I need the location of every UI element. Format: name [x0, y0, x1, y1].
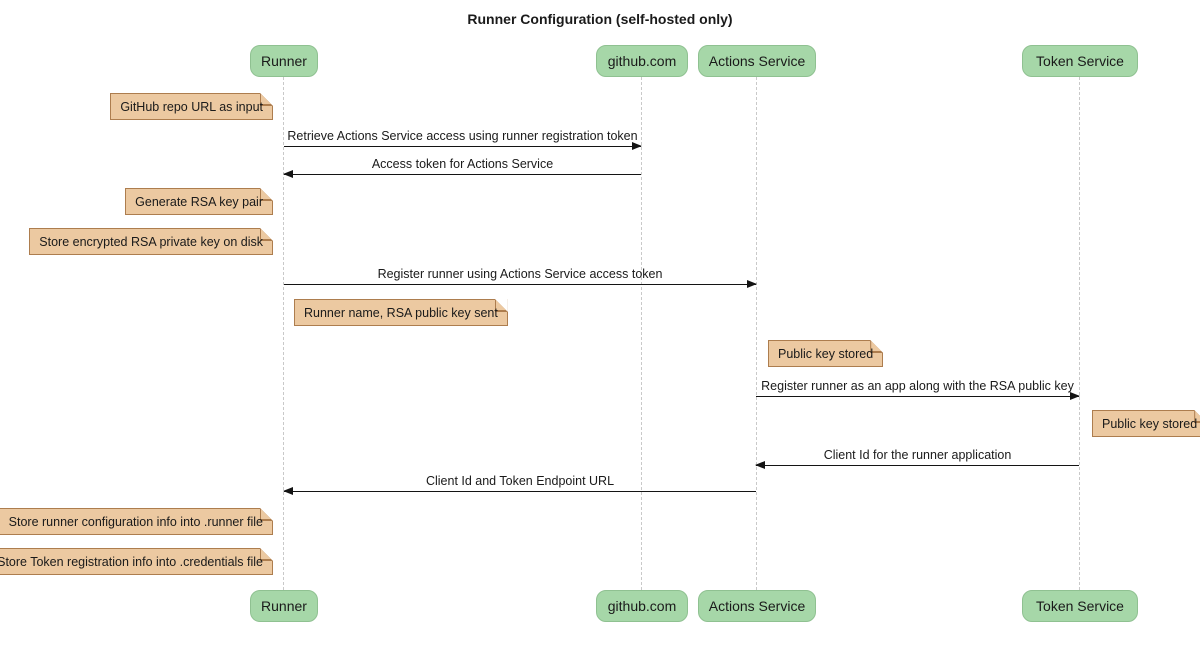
message-line [284, 279, 757, 288]
message-line [283, 486, 756, 495]
note-public-key-stored-actions: Public key stored [768, 340, 884, 367]
lifeline-github [641, 77, 642, 590]
note-text: Store encrypted RSA private key on disk [39, 234, 263, 249]
message-line [756, 391, 1080, 400]
participant-top-actions-service: Actions Service [698, 45, 816, 77]
arrowhead-right-icon [632, 141, 642, 150]
arrowhead-right-icon [747, 279, 757, 288]
note-store-credentials-file: Store Token registration info into .cred… [0, 548, 273, 575]
message-label: Register runner using Actions Service ac… [377, 267, 663, 281]
note-text: Runner name, RSA public key sent [304, 305, 498, 320]
participant-bottom-token-service: Token Service [1022, 590, 1138, 622]
message-line [755, 460, 1079, 469]
lifeline-token-service [1079, 77, 1080, 590]
participant-bottom-actions-service: Actions Service [698, 590, 816, 622]
message-client-id: Client Id for the runner application [755, 447, 1079, 469]
participant-top-token-service: Token Service [1022, 45, 1138, 77]
message-access-token: Access token for Actions Service [283, 156, 641, 178]
participant-label: Runner [261, 598, 307, 614]
arrowhead-left-icon [755, 460, 765, 469]
message-label: Register runner as an app along with the… [761, 379, 1074, 393]
note-text: Public key stored [1102, 416, 1198, 431]
lifeline-actions-service [756, 77, 757, 590]
arrowhead-right-icon [1070, 391, 1080, 400]
note-text: Generate RSA key pair [135, 194, 263, 209]
participant-top-github: github.com [596, 45, 688, 77]
note-store-private-key: Store encrypted RSA private key on disk [29, 228, 273, 255]
note-runner-name-sent: Runner name, RSA public key sent [294, 299, 508, 326]
note-store-runner-file: Store runner configuration info into .ru… [0, 508, 273, 535]
participant-label: Token Service [1036, 598, 1124, 614]
message-line [283, 169, 641, 178]
arrowhead-left-icon [283, 486, 293, 495]
message-label: Client Id for the runner application [823, 448, 1012, 462]
participant-bottom-runner: Runner [250, 590, 318, 622]
participant-label: github.com [607, 53, 677, 69]
note-public-key-stored-token: Public key stored [1092, 410, 1200, 437]
diagram-title: Runner Configuration (self-hosted only) [467, 11, 733, 27]
note-text: GitHub repo URL as input [120, 99, 263, 114]
note-text: Store runner configuration info into .ru… [8, 514, 263, 529]
message-label: Client Id and Token Endpoint URL [425, 474, 615, 488]
note-text: Store Token registration info into .cred… [0, 554, 263, 569]
message-register-app: Register runner as an app along with the… [756, 378, 1080, 400]
message-register-runner: Register runner using Actions Service ac… [284, 266, 757, 288]
note-text: Public key stored [778, 346, 874, 361]
participant-bottom-github: github.com [596, 590, 688, 622]
message-line [284, 141, 642, 150]
participant-label: Actions Service [708, 53, 806, 69]
participant-label: Runner [261, 53, 307, 69]
participant-label: Token Service [1036, 53, 1124, 69]
note-generate-rsa: Generate RSA key pair [125, 188, 273, 215]
lifeline-runner [283, 77, 284, 590]
message-retrieve-access: Retrieve Actions Service access using ru… [284, 128, 642, 150]
message-client-id-endpoint: Client Id and Token Endpoint URL [283, 473, 756, 495]
message-label: Retrieve Actions Service access using ru… [287, 129, 638, 143]
participant-label: Actions Service [708, 598, 806, 614]
arrowhead-left-icon [283, 169, 293, 178]
participant-top-runner: Runner [250, 45, 318, 77]
note-github-repo-url: GitHub repo URL as input [110, 93, 273, 120]
message-label: Access token for Actions Service [371, 157, 554, 171]
participant-label: github.com [607, 598, 677, 614]
